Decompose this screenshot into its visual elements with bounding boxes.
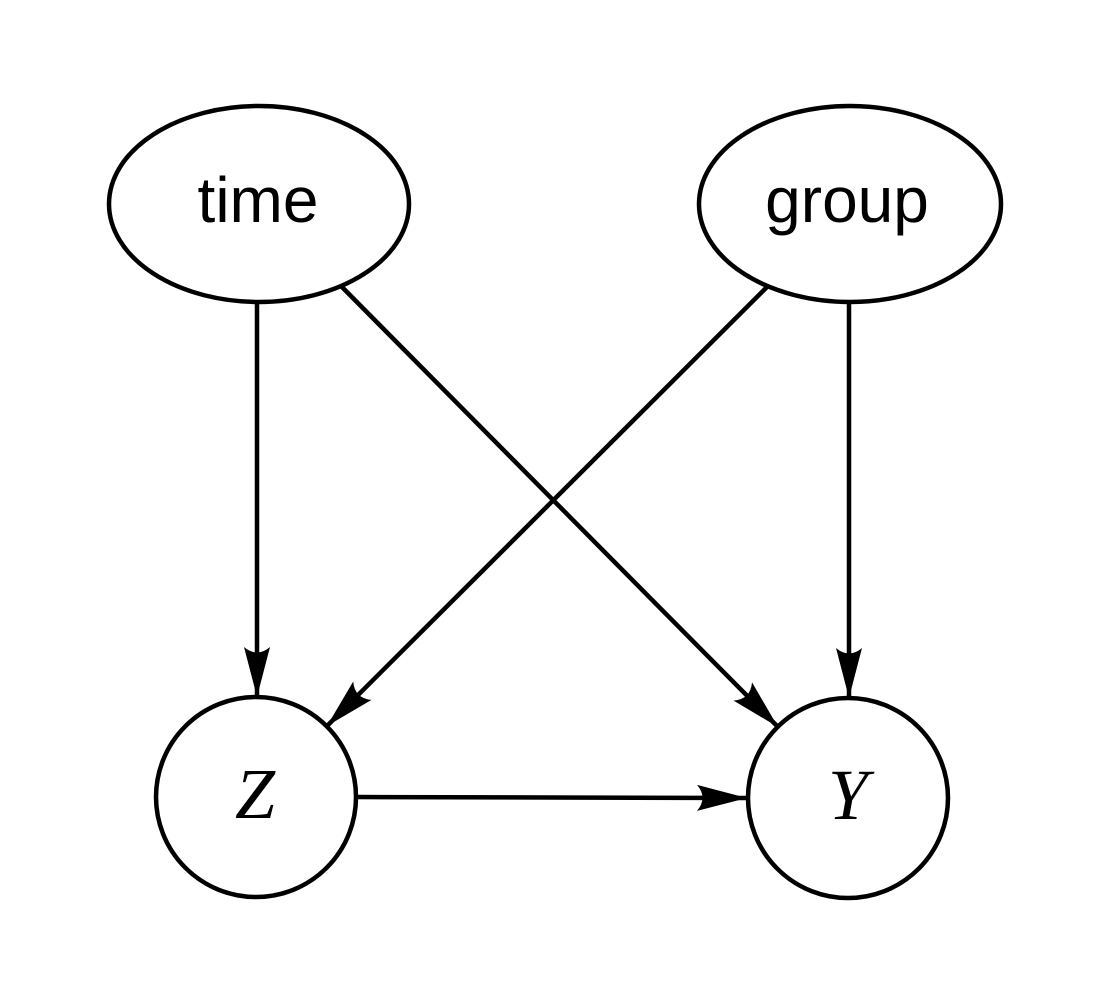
- edge-z-to-y: [355, 784, 748, 811]
- edge-group-to-z: [325, 284, 770, 728]
- node-group: group: [696, 103, 1004, 305]
- node-time-label: time: [198, 164, 319, 236]
- node-y-label: Y: [828, 755, 875, 835]
- node-z: Z: [153, 694, 359, 900]
- node-time: time: [106, 103, 412, 305]
- node-y: Y: [745, 695, 951, 901]
- edge-time-to-y: [339, 284, 780, 729]
- node-z-label: Z: [235, 754, 276, 834]
- node-group-label: group: [765, 164, 929, 236]
